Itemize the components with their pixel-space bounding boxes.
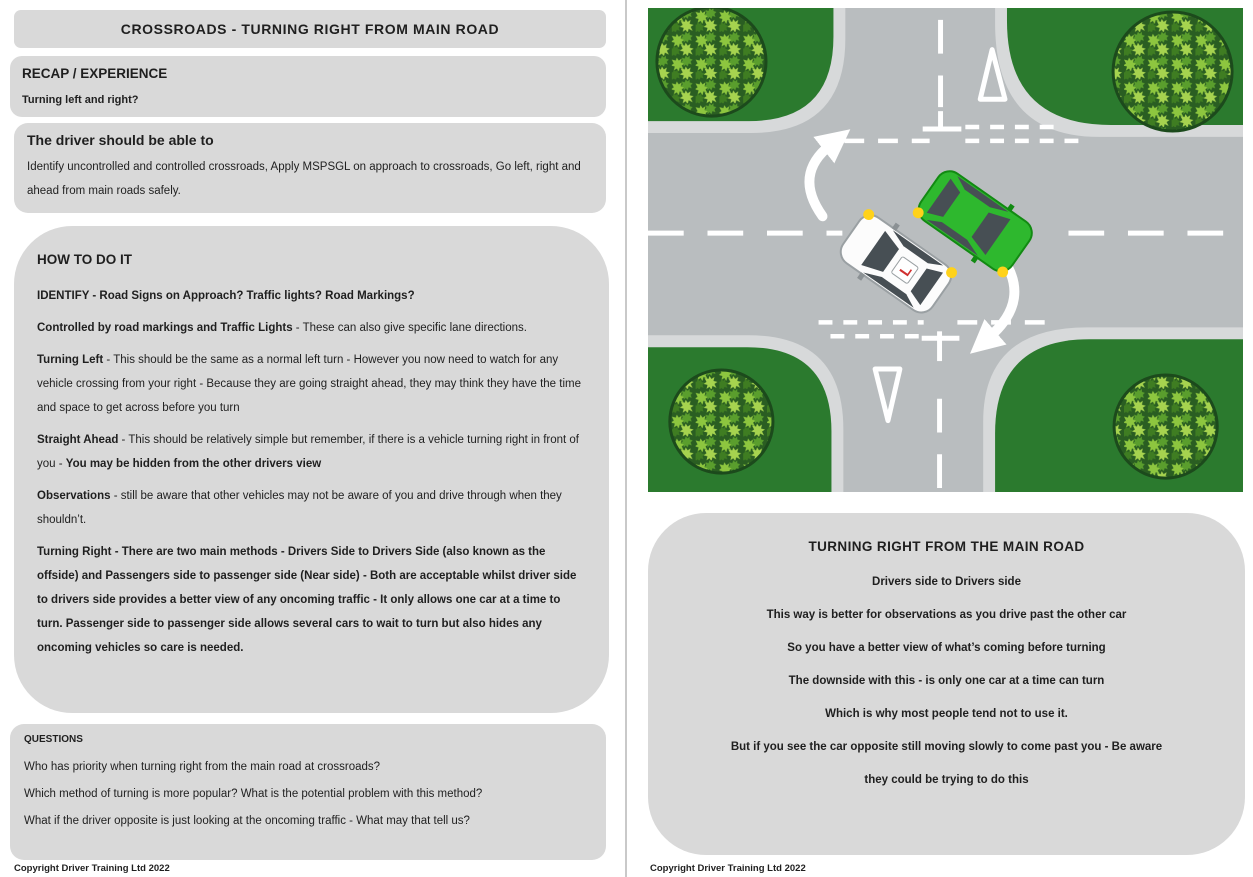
indicator-light bbox=[912, 207, 924, 219]
recap-section: RECAP / EXPERIENCE Turning left and righ… bbox=[10, 56, 606, 117]
indicator-light bbox=[946, 267, 958, 279]
indicator-light bbox=[863, 209, 875, 221]
panel-line: But if you see the car opposite still mo… bbox=[730, 741, 1163, 753]
crossroads-diagram: L bbox=[648, 8, 1243, 492]
copyright-left: Copyright Driver Training Ltd 2022 bbox=[14, 863, 170, 874]
side-window bbox=[926, 219, 978, 256]
wing-mirror bbox=[857, 272, 866, 281]
turning-right-panel: TURNING RIGHT FROM THE MAIN ROAD Drivers… bbox=[648, 513, 1245, 855]
tree bbox=[655, 8, 768, 118]
questions-heading: QUESTIONS bbox=[24, 734, 83, 745]
page-title: CROSSROADS - TURNING RIGHT FROM MAIN ROA… bbox=[120, 21, 500, 37]
tree bbox=[1112, 373, 1219, 480]
give-way-triangle-bottom bbox=[872, 366, 903, 424]
how-to-paragraph-observations: Observations - still be aware that other… bbox=[37, 490, 562, 526]
l-plate bbox=[891, 256, 919, 284]
how-to-heading: HOW TO DO IT bbox=[37, 252, 132, 267]
tree bbox=[668, 368, 775, 475]
panel-line: Which is why most people tend not to use… bbox=[825, 708, 1068, 720]
driver-objectives-section: The driver should be able to Identify un… bbox=[14, 123, 606, 213]
copyright-right: Copyright Driver Training Ltd 2022 bbox=[650, 863, 806, 874]
question-item: Which method of turning is more popular?… bbox=[24, 788, 483, 800]
how-to-paragraph-turning-right: Turning Right - There are two main metho… bbox=[37, 546, 577, 654]
questions-section: QUESTIONS Who has priority when turning … bbox=[10, 724, 606, 860]
learner-car: L bbox=[839, 209, 958, 314]
windscreen bbox=[971, 212, 1011, 256]
driver-objectives-body: Identify uncontrolled and controlled cro… bbox=[27, 161, 581, 197]
page-divider bbox=[625, 0, 627, 877]
recap-heading: RECAP / EXPERIENCE bbox=[22, 66, 168, 81]
turn-arrow-up bbox=[804, 129, 851, 222]
worksheet-title-bar: CROSSROADS - TURNING RIGHT FROM MAIN ROA… bbox=[14, 10, 606, 48]
panel-line: they could be trying to do this bbox=[864, 774, 1029, 786]
panel-line: The downside with this - is only one car… bbox=[788, 675, 1105, 687]
question-item: Who has priority when turning right from… bbox=[24, 761, 381, 773]
wing-mirror bbox=[970, 254, 979, 264]
give-way-triangle-top bbox=[977, 47, 1008, 102]
tree bbox=[1111, 10, 1234, 133]
panel-line: Drivers side to Drivers side bbox=[872, 576, 1021, 588]
recap-subheading: Turning left and right? bbox=[22, 94, 139, 106]
windscreen bbox=[861, 230, 900, 272]
how-to-paragraph-controlled: Controlled by road markings and Traffic … bbox=[37, 322, 527, 334]
question-item: What if the driver opposite is just look… bbox=[24, 815, 470, 827]
how-to-paragraph-straight-ahead: Straight Ahead - This should be relative… bbox=[37, 434, 579, 470]
how-to-paragraph-identify: IDENTIFY - Road Signs on Approach? Traff… bbox=[37, 290, 415, 302]
driver-objectives-heading: The driver should be able to bbox=[27, 132, 214, 148]
trees bbox=[655, 8, 1234, 480]
wing-mirror bbox=[1006, 203, 1015, 213]
wing-mirror bbox=[891, 222, 900, 232]
side-window bbox=[892, 230, 944, 266]
panel-line: So you have a better view of what’s comi… bbox=[787, 642, 1106, 654]
panel-title: TURNING RIGHT FROM THE MAIN ROAD bbox=[808, 539, 1085, 554]
panel-line: This way is better for observations as y… bbox=[766, 609, 1127, 621]
rear-window bbox=[926, 178, 961, 217]
how-to-section: HOW TO DO IT IDENTIFY - Road Signs on Ap… bbox=[14, 226, 609, 713]
how-to-paragraph-turning-left: Turning Left - This should be the same a… bbox=[37, 354, 581, 414]
indicator-light bbox=[997, 266, 1009, 278]
green-car bbox=[912, 170, 1033, 278]
rear-window bbox=[910, 268, 944, 306]
